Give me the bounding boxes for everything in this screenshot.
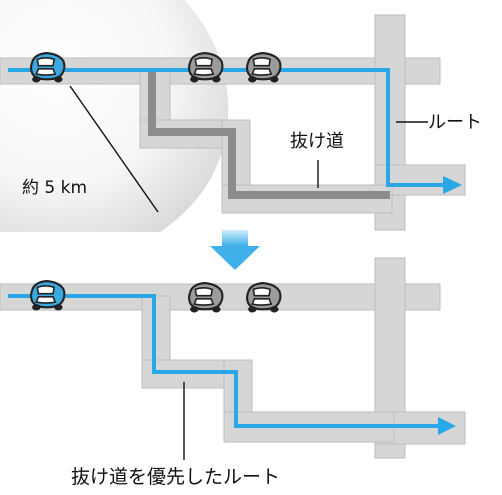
top-shortcut-road bbox=[148, 72, 390, 199]
bottom-caption: 抜け道を優先したルート bbox=[71, 466, 280, 488]
top-panel: 約 5 km ルート 抜け道 bbox=[0, 0, 482, 232]
top-own-car bbox=[29, 51, 66, 84]
top-route-arrow-head bbox=[443, 176, 462, 194]
bottom-route-line bbox=[8, 294, 440, 428]
down-arrow-icon bbox=[210, 230, 260, 270]
bottom-panel: 抜け道を優先したルート bbox=[0, 257, 466, 488]
distance-leader-line bbox=[69, 85, 159, 213]
bottom-traffic-car-2 bbox=[246, 281, 282, 314]
route-label: ルート bbox=[428, 112, 482, 133]
top-traffic-car-2 bbox=[246, 51, 282, 84]
bottom-own-car bbox=[29, 279, 66, 312]
bottom-traffic-car-1 bbox=[188, 281, 224, 314]
top-traffic-car-1 bbox=[188, 51, 224, 84]
bottom-route-arrow-head bbox=[438, 417, 456, 435]
distance-label: 約 5 km bbox=[22, 178, 87, 198]
shortcut-label: 抜け道 bbox=[290, 131, 344, 152]
